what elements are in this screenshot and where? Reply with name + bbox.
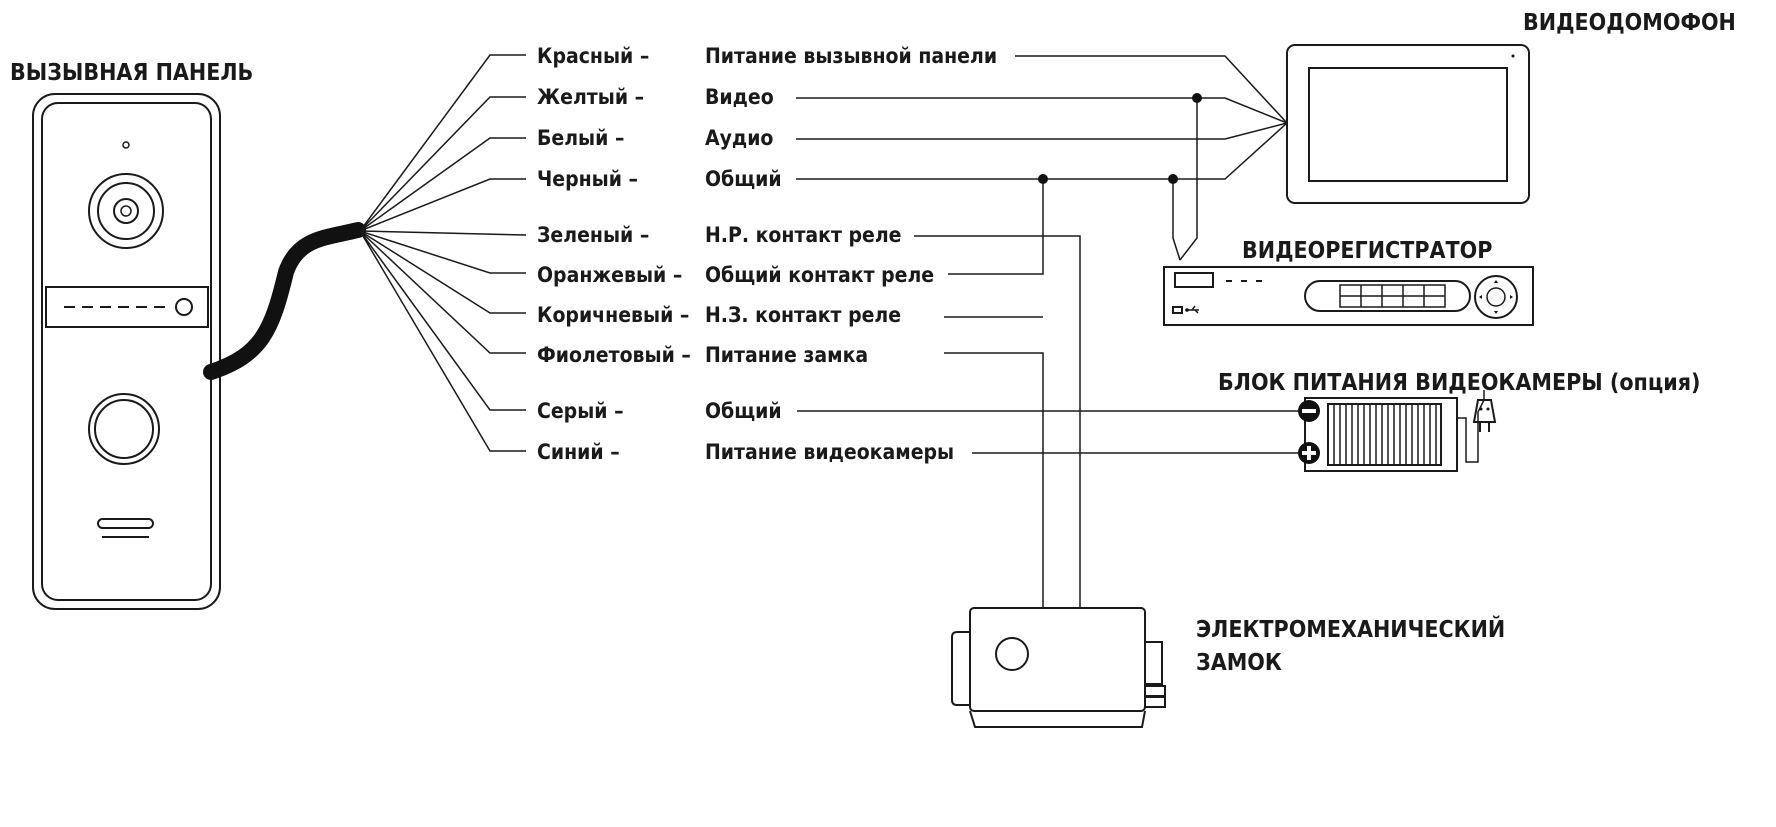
wire-function-label: Общий [705,167,782,191]
minus-terminal-icon [1298,400,1320,422]
wire-color-label: Черный – [537,167,638,191]
lock-title-line2: ЗАМОК [1196,650,1282,676]
wire-function-label: Н.З. контакт реле [705,303,901,327]
call-panel [32,93,221,610]
wire-function-label: Общий контакт реле [705,263,934,287]
wire-color-label: Зеленый – [537,223,649,247]
wire-function-label: Видео [705,85,774,109]
wire-function-label: Н.Р. контакт реле [705,223,902,247]
wire-function-label: Общий [705,399,782,423]
lock-base [969,710,1146,728]
monitor-screen [1308,67,1508,182]
recorder-button-bar [1304,280,1471,312]
lock-title-line1: ЭЛЕКТРОМЕХАНИЧЕСКИЙ [1196,615,1505,643]
navigation-dial-icon [1474,275,1518,319]
recorder-title: ВИДЕОРЕГИСТРАТОР [1242,238,1492,264]
lock-latch-lower [1144,696,1166,708]
monitor-frame [1286,44,1530,204]
wire-color-label: Оранжевый – [537,263,682,287]
wire-color-label: Коричневый – [537,303,689,327]
wire-function-label: Аудио [705,126,773,150]
microphone-hole-icon [122,141,130,149]
wire-fanout [359,54,527,452]
call-button [88,393,160,465]
psu-power-cord [1457,399,1485,463]
wire-color-label: Красный – [537,44,649,68]
intercom-title: ВИДЕОДОМОФОН [1523,10,1736,36]
wire-function-label: Питание вызывной панели [705,44,997,68]
camera-lens-icon [88,173,164,249]
wire-color-label: Фиолетовый – [537,343,691,367]
usb-icon [1185,305,1199,314]
cable-bundle [203,222,366,380]
camera-power-supply [1298,390,1497,472]
usb-port [1172,306,1183,314]
wire-color-label: Серый – [537,399,624,423]
connection-lines [796,55,1305,608]
power-plug-icon [1472,390,1497,432]
call-panel-face [41,102,212,601]
psu-title: БЛОК ПИТАНИЯ ВИДЕОКАМЕРЫ (опция) [1218,370,1700,396]
psu-vent-area [1327,403,1442,466]
wire-function-label: Питание замка [705,343,868,367]
lock-faceplate-left [951,631,970,706]
psu-body [1304,397,1458,472]
intercom-monitor [1286,44,1530,204]
monitor-led-icon [1511,54,1515,58]
recorder-disk-slot [1174,272,1214,288]
psu-vent-fins [1333,404,1437,465]
wire-color-label: Синий – [537,440,620,464]
wire-color-label: Белый – [537,126,624,150]
nameplate-strip [45,286,209,328]
ir-sensor-icon [175,298,193,316]
call-panel-title: ВЫЗЫВНАЯ ПАНЕЛЬ [10,60,253,86]
lock-bolt [1144,641,1163,685]
wire-function-label: Питание видеокамеры [705,440,954,464]
wire-list: Красный – Питание вызывной панели Желтый… [537,44,997,464]
speaker-grille-icon [97,518,154,538]
wire-color-label: Желтый – [537,85,644,109]
video-recorder [1163,266,1534,326]
junction-dots [1038,93,1202,184]
plus-terminal-icon [1298,442,1320,464]
lock-keyhole-icon [995,637,1029,671]
electromechanical-lock [951,607,1166,728]
lock-latch-upper [1144,685,1166,697]
